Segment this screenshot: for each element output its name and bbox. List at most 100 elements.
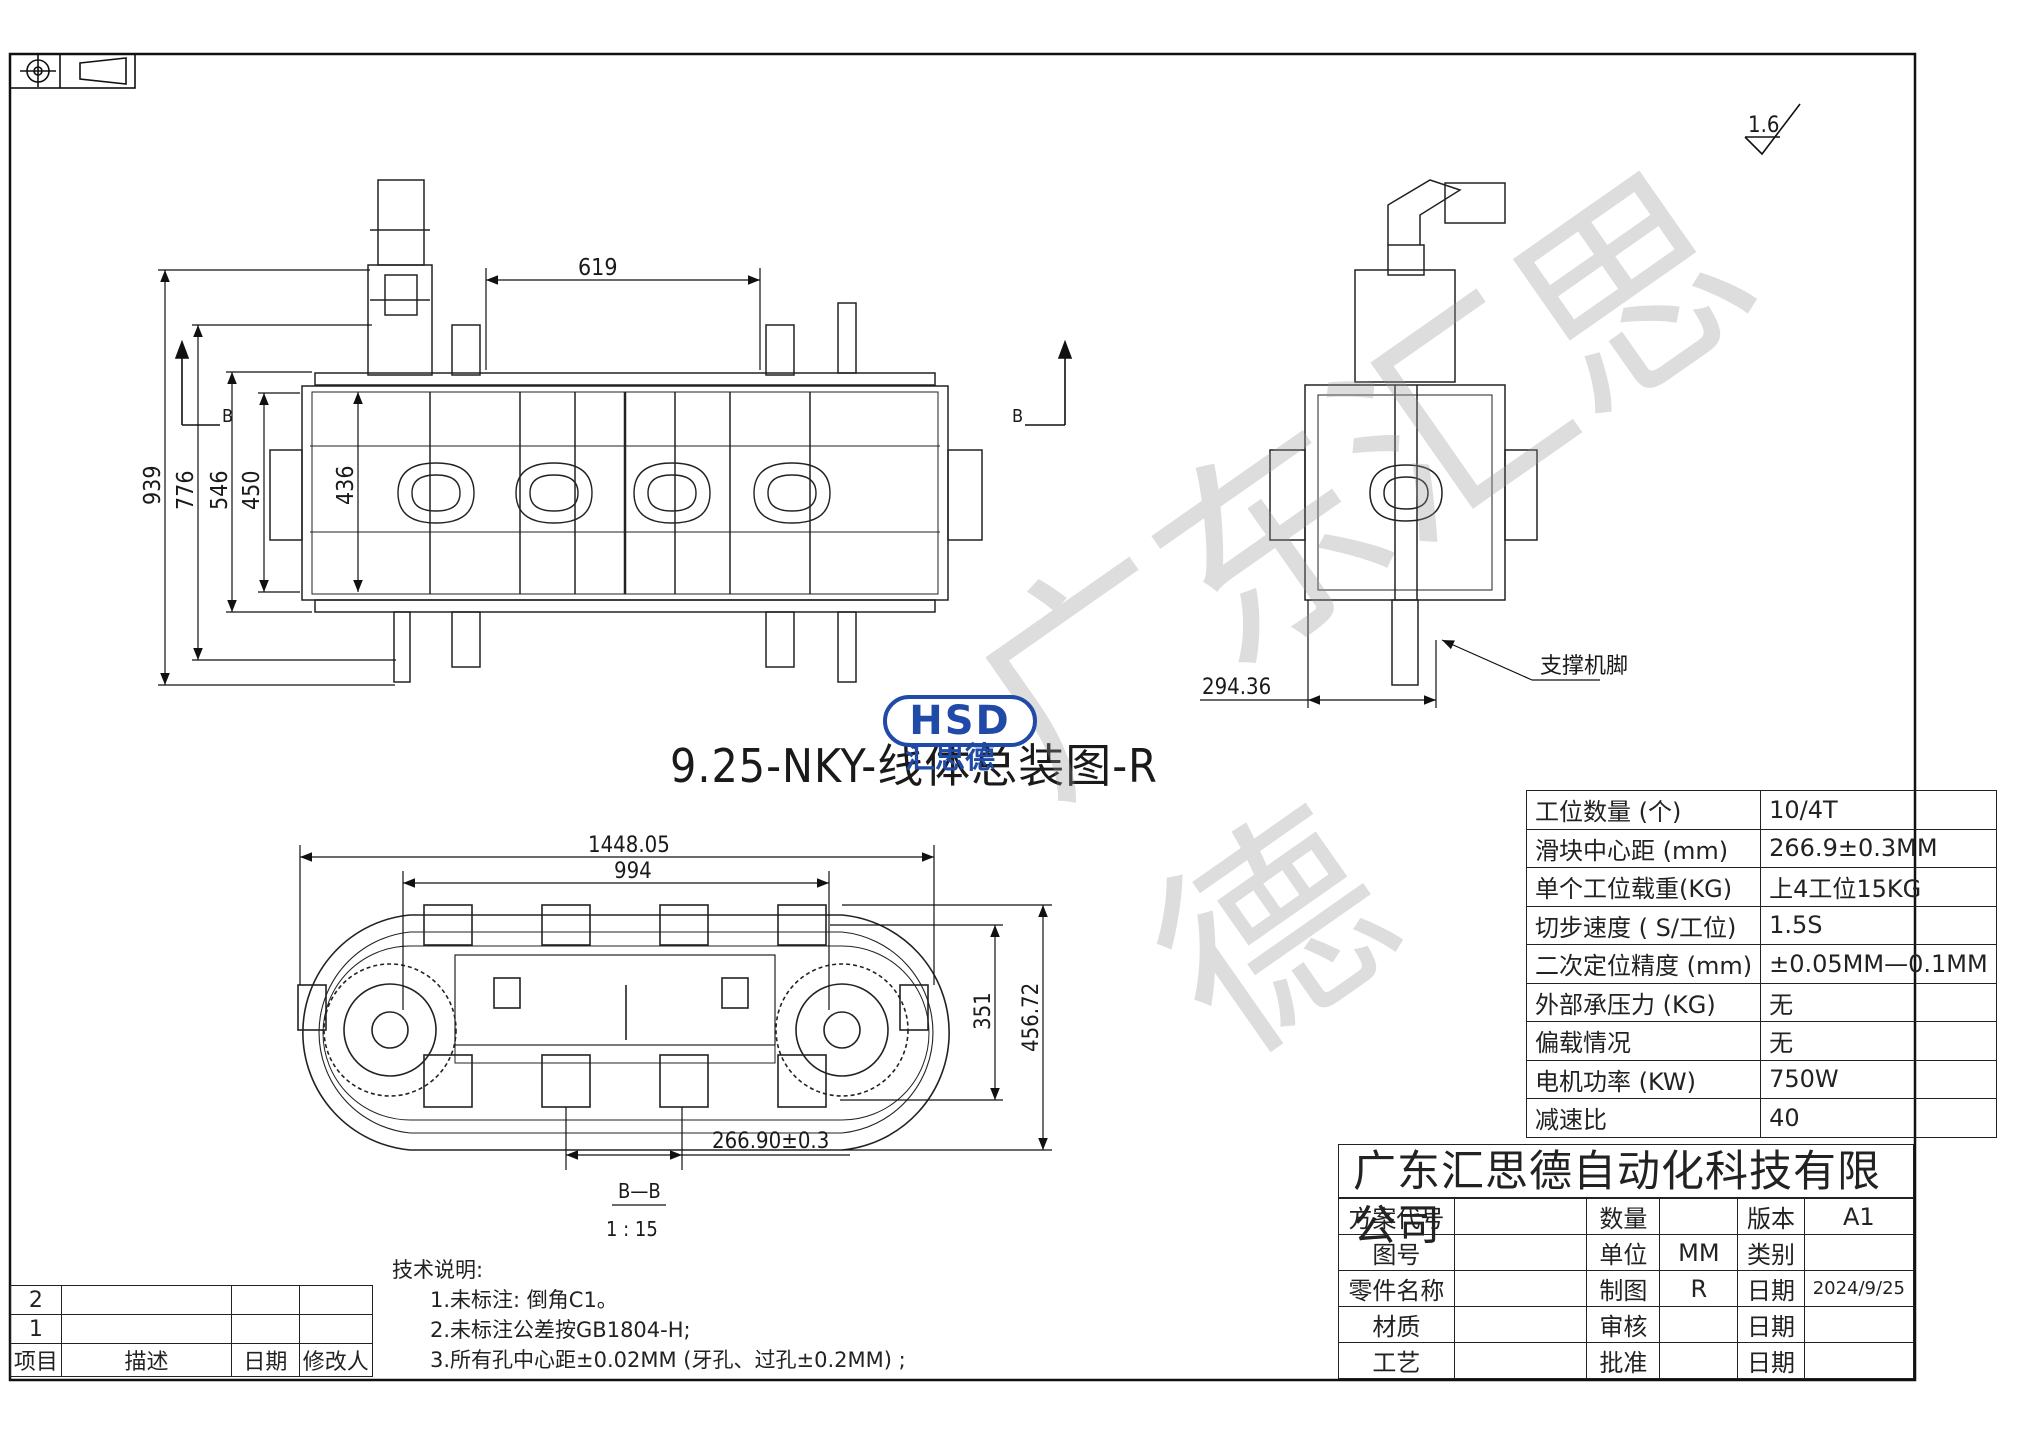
- hsd-logo: HSD 汇思德: [883, 695, 1039, 775]
- dim-436: 436: [333, 466, 359, 506]
- rev-header-desc: 描述: [60, 1343, 233, 1377]
- title-block-value: [1453, 1198, 1588, 1235]
- revision-header: 项目 描述 日期 修改人: [10, 1343, 374, 1377]
- title-block-label: 审核: [1586, 1306, 1661, 1343]
- notes-heading: 技术说明:: [392, 1258, 484, 1282]
- revision-index: 1: [10, 1314, 62, 1344]
- spec-label: 滑块中心距 (mm): [1525, 828, 1762, 868]
- company-name: 广东汇思德自动化科技有限公司: [1338, 1144, 1914, 1251]
- title-block-row: 材质 审核 日期: [1338, 1306, 1915, 1343]
- title-block-value: [1453, 1342, 1588, 1379]
- rev-header-item: 项目: [10, 1343, 62, 1377]
- revision-index: 2: [10, 1285, 62, 1315]
- title-block-label: 日期: [1737, 1342, 1805, 1379]
- title-block-value: A1: [1803, 1198, 1915, 1235]
- revision-author: [298, 1314, 374, 1344]
- technical-notes: 技术说明: 1.未标注: 倒角C1。 2.未标注公差按GB1804-H; 3.所…: [392, 1255, 906, 1375]
- title-block-label: 类别: [1737, 1234, 1805, 1271]
- title-block-label: 图号: [1338, 1234, 1455, 1271]
- dim-776: 776: [173, 471, 199, 511]
- note-item: 3.所有孔中心距±0.02MM (牙孔、过孔±0.2MM) ;: [430, 1348, 906, 1372]
- title-block-label: 数量: [1586, 1198, 1661, 1235]
- section-view-scale: 1 : 15: [606, 1217, 658, 1241]
- revision-date: [231, 1285, 300, 1315]
- dim-351: 351: [971, 992, 996, 1030]
- spec-row: 外部承压力 (KG)无: [1525, 982, 1997, 1022]
- spec-value: 无: [1760, 1021, 1997, 1061]
- spec-label: 电机功率 (KW): [1525, 1059, 1762, 1099]
- spec-label: 二次定位精度 (mm): [1525, 944, 1762, 984]
- title-block-label: 零件名称: [1338, 1270, 1455, 1307]
- spec-value: 40: [1760, 1098, 1997, 1138]
- title-block-label: 方案代号: [1338, 1198, 1455, 1235]
- dim-456: 456.72: [1019, 983, 1044, 1052]
- support-callout: 支撑机脚: [1540, 654, 1628, 679]
- rev-header-author: 修改人: [298, 1343, 374, 1377]
- spec-label: 偏载情况: [1525, 1021, 1762, 1061]
- title-block-label: 批准: [1586, 1342, 1661, 1379]
- title-block-value: [1659, 1342, 1739, 1379]
- spec-row: 电机功率 (KW)750W: [1525, 1059, 1997, 1099]
- title-block-value: MM: [1659, 1234, 1739, 1271]
- section-view: [297, 904, 950, 1151]
- projection-symbol-icon: [9, 53, 136, 89]
- title-block-label: 日期: [1737, 1270, 1805, 1307]
- spec-value: 266.9±0.3MM: [1760, 828, 1997, 868]
- title-block-value: R: [1659, 1270, 1739, 1307]
- sheet-border: [8, 52, 1917, 1382]
- dim-619: 619: [578, 255, 618, 281]
- revision-desc: [60, 1285, 233, 1315]
- section-view-dimension-lines: [299, 845, 1052, 1206]
- spec-row: 偏载情况无: [1525, 1021, 1997, 1061]
- side-view-dimension-lines: [1200, 600, 1600, 708]
- side-view: [1269, 179, 1538, 686]
- spec-value: 1.5S: [1760, 905, 1997, 945]
- title-block-row: 工艺 批准 日期: [1338, 1342, 1915, 1379]
- title-block-label: 制图: [1586, 1270, 1661, 1307]
- spec-label: 外部承压力 (KG): [1525, 982, 1762, 1022]
- title-block-value: [1803, 1234, 1915, 1271]
- spec-row: 切步速度 ( S/工位)1.5S: [1525, 905, 1997, 945]
- title-block-label: 工艺: [1338, 1342, 1455, 1379]
- dim-pitch: 266.90±0.3: [712, 1129, 829, 1154]
- title-block-label: 日期: [1737, 1306, 1805, 1343]
- spec-label: 减速比: [1525, 1098, 1762, 1138]
- spec-label: 工位数量 (个): [1525, 790, 1762, 830]
- top-view: [269, 179, 983, 683]
- dim-450: 450: [239, 471, 265, 511]
- spec-label: 单个工位载重(KG): [1525, 867, 1762, 907]
- spec-row: 二次定位精度 (mm)±0.05MM—0.1MM: [1525, 944, 1997, 984]
- title-block-value: [1659, 1198, 1739, 1235]
- title-block-value: [1803, 1342, 1915, 1379]
- section-label-left: B: [222, 406, 233, 427]
- title-block-value: 2024/9/25: [1803, 1270, 1915, 1307]
- spec-value: 无: [1760, 982, 1997, 1022]
- spec-label: 切步速度 ( S/工位): [1525, 905, 1762, 945]
- dim-994: 994: [614, 859, 652, 884]
- title-block-label: 单位: [1586, 1234, 1661, 1271]
- dim-546: 546: [207, 471, 233, 511]
- spec-value: 10/4T: [1760, 790, 1997, 830]
- title-block-label: 材质: [1338, 1306, 1455, 1343]
- title-block-value: [1453, 1270, 1588, 1307]
- title-block-value: [1453, 1306, 1588, 1343]
- rev-header-date: 日期: [231, 1343, 300, 1377]
- revision-table: 2 1 项目 描述 日期 修改人: [10, 1285, 374, 1377]
- title-block-label: 版本: [1737, 1198, 1805, 1235]
- dim-294: 294.36: [1202, 675, 1271, 700]
- spec-value: 750W: [1760, 1059, 1997, 1099]
- spec-row: 单个工位载重(KG)上4工位15KG: [1525, 867, 1997, 907]
- logo-badge: HSD: [883, 695, 1037, 747]
- roughness-value: 1.6: [1748, 113, 1779, 138]
- dim-1448: 1448.05: [588, 833, 670, 858]
- spec-row: 工位数量 (个)10/4T: [1525, 790, 1997, 830]
- revision-desc: [60, 1314, 233, 1344]
- revision-row: 1: [10, 1314, 374, 1344]
- section-arrows: [174, 339, 1073, 426]
